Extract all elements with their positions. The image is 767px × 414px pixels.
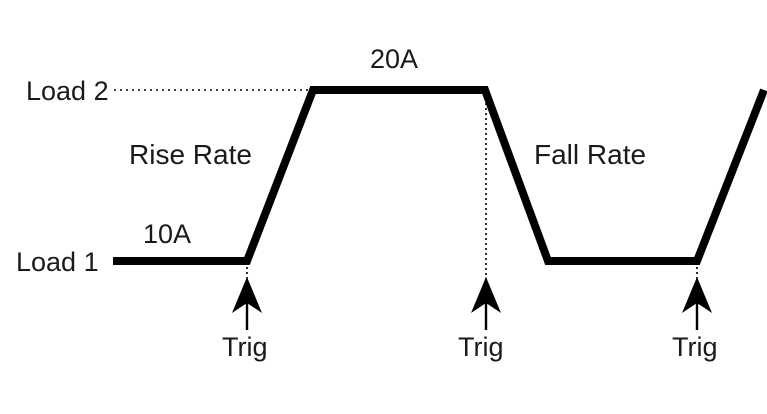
- trigger-label-2: Trig: [458, 332, 504, 362]
- value-label-low: 10A: [143, 219, 192, 249]
- trigger-label-3: Trig: [672, 332, 718, 362]
- fall-rate-label: Fall Rate: [534, 139, 647, 170]
- axis-label-load2: Load 2: [26, 76, 109, 106]
- axis-label-load1: Load 1: [16, 247, 99, 277]
- trigger-arrow-3: [682, 277, 712, 330]
- trigger-label-1: Trig: [222, 332, 268, 362]
- trigger-arrow-1: [232, 277, 262, 330]
- value-label-high: 20A: [370, 44, 419, 74]
- trigger-arrow-2: [471, 277, 501, 330]
- rise-rate-label: Rise Rate: [129, 139, 252, 170]
- load-current-waveform: [113, 86, 767, 265]
